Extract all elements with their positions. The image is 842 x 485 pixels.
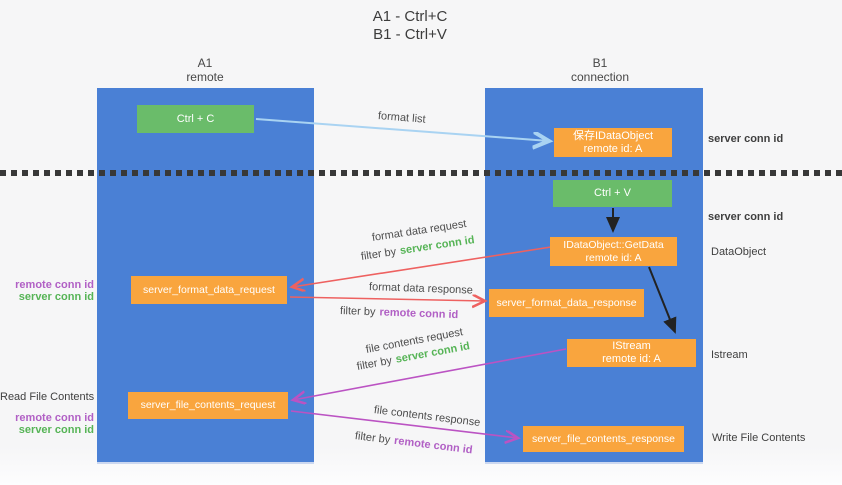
- annot-server-conn-id-left-top: server conn id: [18, 291, 94, 303]
- annot-conn-ids-bottom: remote conn id server conn id: [0, 412, 94, 436]
- column-b-header: B1 connection: [540, 56, 660, 84]
- annot-conn-ids-top: remote conn id server conn id: [0, 279, 94, 303]
- ctrl-v-node: Ctrl + V: [553, 180, 672, 207]
- arrow-format-data-response: [289, 297, 485, 301]
- filter-by-text: filter by: [360, 245, 397, 263]
- save-dataobject-node: 保存IDataObject remote id: A: [554, 128, 672, 157]
- column-a-name: A1: [197, 56, 213, 70]
- ctrl-v-label: Ctrl + V: [594, 187, 631, 199]
- annot-read-file-contents: Read File Contents: [0, 391, 95, 403]
- server-format-data-request-node: server_format_data_request: [131, 276, 287, 304]
- save-dataobject-line1: 保存IDataObject: [572, 129, 654, 142]
- label-format-data-response: format data response: [368, 281, 474, 297]
- title-line-a1: A1 - Ctrl+C: [372, 8, 448, 25]
- column-b-name: B1: [592, 56, 608, 70]
- getdata-line2: remote id: A: [585, 251, 642, 264]
- ctrl-c-node: Ctrl + C: [137, 105, 254, 133]
- getdata-line1: IDataObject::GetData: [563, 238, 664, 251]
- annot-server-conn-id-top: server conn id: [708, 133, 784, 145]
- istream-line2: remote id: A: [602, 353, 661, 365]
- server-format-data-request-label: server_format_data_request: [143, 283, 275, 296]
- filter-by-text: filter by: [354, 430, 391, 447]
- filter-by-text: filter by: [355, 354, 393, 373]
- column-a-header: A1 remote: [145, 56, 265, 84]
- annot-write-file-contents: Write File Contents: [712, 432, 806, 444]
- annot-remote-conn-id-top: remote conn id: [15, 279, 94, 291]
- annot-istream: Istream: [711, 349, 748, 361]
- annot-server-conn-id-left-bottom: server conn id: [18, 424, 94, 436]
- column-a-role: remote: [186, 70, 224, 84]
- title-line-b1: B1 - Ctrl+V: [373, 26, 447, 43]
- label-format-list: format list: [377, 110, 427, 126]
- server-file-contents-response-node: server_file_contents_response: [523, 426, 684, 452]
- filter-by-text: filter by: [339, 305, 376, 319]
- server-file-contents-request-label: server_file_contents_request: [140, 399, 276, 411]
- istream-line1: IStream: [612, 340, 651, 352]
- server-file-contents-request-node: server_file_contents_request: [128, 392, 288, 419]
- server-file-contents-response-label: server_file_contents_response: [531, 432, 675, 445]
- remote-conn-id-text: remote conn id: [393, 434, 474, 457]
- diagram-title: A1 - Ctrl+C B1 - Ctrl+V: [320, 8, 500, 44]
- server-format-data-response-node: server_format_data_response: [489, 289, 644, 317]
- getdata-node: IDataObject::GetData remote id: A: [550, 237, 677, 266]
- label-file-contents-response: file contents response: [373, 404, 481, 429]
- annot-server-conn-id-mid: server conn id: [708, 211, 784, 223]
- column-b-role: connection: [570, 70, 630, 84]
- annot-dataobject: DataObject: [711, 246, 767, 258]
- clipboard-boundary-dotted-line: [0, 170, 842, 176]
- save-dataobject-line2: remote id: A: [583, 142, 643, 155]
- server-format-data-response-label: server_format_data_response: [496, 296, 637, 309]
- istream-node: IStream remote id: A: [567, 339, 696, 367]
- remote-conn-id-text: remote conn id: [379, 306, 459, 322]
- annot-remote-conn-id-bottom: remote conn id: [15, 412, 94, 424]
- ctrl-c-label: Ctrl + C: [176, 112, 215, 125]
